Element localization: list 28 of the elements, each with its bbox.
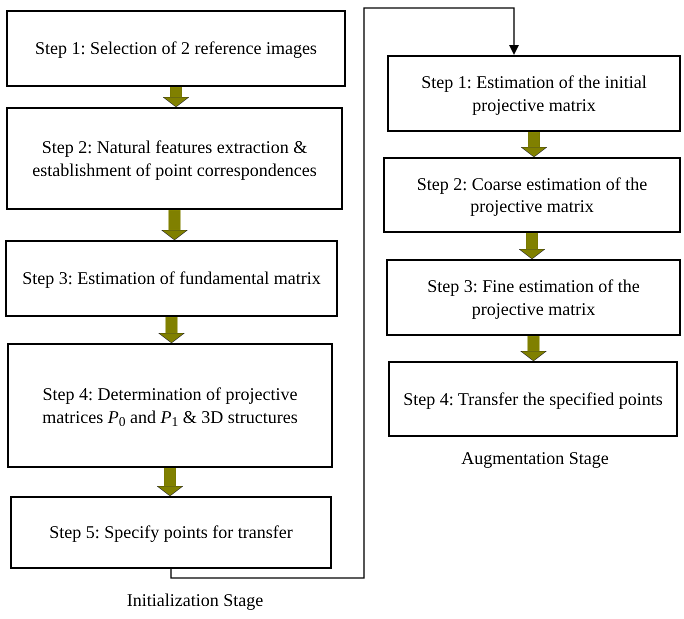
block-arrow: [162, 87, 190, 108]
process-box: [10, 496, 332, 569]
step-text: Step 2: Natural features extraction & establishment of point correspondences: [31, 136, 318, 181]
block-arrow: [520, 132, 548, 158]
step-text: Step 2: Coarse estimation of the projective matrix: [416, 172, 648, 218]
process-box: [6, 107, 343, 210]
process-box: [387, 55, 681, 132]
connector-arrow: [170, 7, 519, 579]
stage-label: Augmentation Stage: [460, 448, 610, 470]
step-text: Step 3: Fine estimation of the projective matrix: [426, 275, 641, 320]
step-text: Step 5: Specify points for transfer: [49, 521, 293, 544]
step-text: Step 4: Transfer the specified points: [403, 388, 663, 410]
step-text: Step 4: Determination of projective matrices P$_{0}$ and P$_{1}$ & 3D structures: [41, 383, 299, 428]
block-arrow: [518, 233, 546, 260]
process-box: [6, 10, 346, 87]
block-arrow: [161, 210, 188, 240]
step-text: Step 1: Selection of 2 reference images: [35, 37, 317, 60]
process-box: [386, 259, 681, 336]
block-arrow: [158, 317, 185, 344]
block-arrow: [520, 336, 547, 362]
step-text: Step 3: Estimation of fundamental matrix: [22, 267, 321, 290]
step-text: Step 1: Estimation of the initial projective matrix: [420, 71, 648, 116]
block-arrow: [156, 468, 184, 496]
process-box: [383, 157, 681, 233]
process-box: [7, 343, 333, 468]
process-box: [5, 240, 338, 317]
process-box: [388, 361, 678, 437]
stage-label: Initialization Stage: [126, 590, 264, 612]
